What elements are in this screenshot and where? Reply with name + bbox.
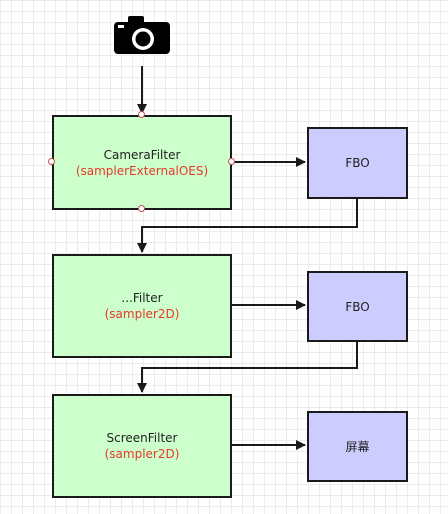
screen-filter-sampler: (sampler2D)	[104, 447, 180, 461]
connector-right	[228, 158, 235, 165]
fbo-box-2: FBO	[307, 271, 408, 342]
connector-top	[138, 111, 145, 118]
camera-filter-sampler: (samplerExternalOES)	[75, 163, 209, 178]
fbo-label-1: FBO	[345, 156, 370, 170]
arrow-fbo-to-screenfilter	[137, 342, 358, 393]
intermediate-filter-sampler: (sampler2D)	[104, 307, 180, 321]
connector-bottom	[138, 205, 145, 212]
fbo-label-2: FBO	[345, 299, 370, 314]
camera-icon	[114, 16, 170, 54]
screen-output-box: 屏幕	[307, 411, 408, 482]
camera-filter-box: CameraFilter (samplerExternalOES)	[52, 115, 232, 210]
fbo-box-1: FBO	[307, 127, 408, 199]
intermediate-filter-box: ...Filter (sampler2D)	[52, 254, 232, 358]
intermediate-filter-label: ...Filter	[121, 291, 163, 305]
camera-filter-label: CameraFilter	[103, 147, 181, 162]
arrow-fbo-to-filter	[137, 199, 358, 253]
screen-filter-box: ScreenFilter (sampler2D)	[52, 394, 232, 498]
screen-filter-label: ScreenFilter	[106, 431, 178, 445]
connector-left	[48, 158, 55, 165]
screen-output-label: 屏幕	[345, 439, 370, 454]
